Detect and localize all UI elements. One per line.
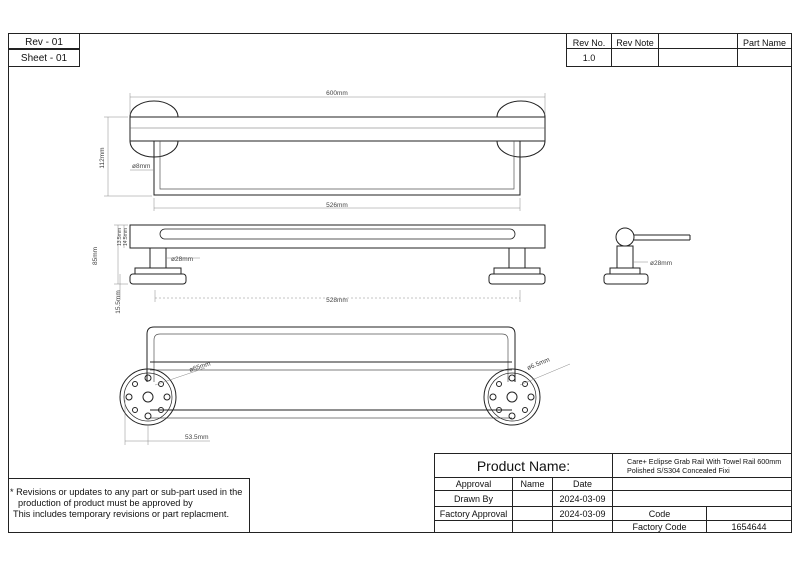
name-header: Name — [512, 477, 553, 491]
bottom-blank-date — [552, 520, 613, 533]
dim-dia-8: ø8mm — [132, 163, 150, 170]
product-description-line-1: Care+ Eclipse Grab Rail With Towel Rail … — [627, 456, 782, 466]
note-box-border — [8, 478, 250, 533]
end-view-tube — [615, 227, 635, 247]
factory-approval-label: Factory Approval — [434, 506, 513, 521]
dim-526: 526mm — [326, 202, 348, 209]
end-view — [603, 227, 691, 285]
drawing-frame — [8, 33, 792, 533]
side-view — [114, 224, 546, 302]
revision-note: * Revisions or updates to any part or su… — [10, 487, 250, 520]
top-rail-bar — [129, 116, 546, 142]
dim-53-5: 53.5mm — [185, 434, 208, 441]
bottom-left-flange — [119, 368, 177, 426]
bottom-right-flange — [483, 368, 541, 426]
factory-approval-date: 2024-03-09 — [552, 506, 613, 521]
note-line-2: production of product must be approved b… — [18, 498, 193, 508]
dim-small-a: 13.5mm — [117, 228, 123, 246]
top-left-flange — [129, 100, 179, 118]
top-right-flange — [496, 100, 546, 118]
drawn-by-date: 2024-03-09 — [552, 490, 613, 507]
bottom-towel-rail — [146, 326, 516, 382]
factory-approval-name — [512, 506, 553, 521]
top-towel-rail — [153, 141, 521, 196]
blank-right-1 — [612, 477, 792, 491]
dim-dia-6-5: ø6.5mm — [526, 356, 551, 371]
drawn-by-label: Drawn By — [434, 490, 513, 507]
end-view-base — [603, 273, 649, 285]
top-view — [104, 93, 546, 211]
product-name-label: Product Name: — [434, 453, 613, 478]
side-rail-bar — [129, 224, 546, 249]
product-description: Care+ Eclipse Grab Rail With Towel Rail … — [612, 453, 792, 478]
factory-code-value: 1654644 — [706, 520, 792, 533]
dim-600: 600mm — [326, 90, 348, 97]
bottom-view — [119, 326, 571, 445]
date-header: Date — [552, 477, 613, 491]
blank-right-2 — [612, 490, 792, 507]
side-right-base — [488, 273, 546, 285]
approval-header: Approval — [434, 477, 513, 491]
note-line-1: * Revisions or updates to any part or su… — [10, 487, 243, 497]
note-line-3: This includes temporary revisions or par… — [13, 509, 229, 519]
dim-528: 528mm — [326, 297, 348, 304]
dim-dia-28-end: ø28mm — [650, 260, 672, 267]
dim-85: 85mm — [92, 247, 99, 265]
dim-small-b: 14.5mm — [123, 228, 129, 246]
drawn-by-name — [512, 490, 553, 507]
code-value — [706, 506, 792, 521]
product-description-line-2: Polished S/S304 Concealed Fixi — [627, 465, 730, 475]
dim-15-5: 15.5mm — [115, 290, 122, 313]
bottom-blank-name — [512, 520, 553, 533]
code-label: Code — [612, 506, 707, 521]
dim-dia-28-side: ø28mm — [171, 256, 193, 263]
factory-code-label: Factory Code — [612, 520, 707, 533]
bottom-blank-left — [434, 520, 513, 533]
side-left-base — [129, 273, 187, 285]
dim-112: 112mm — [99, 147, 106, 168]
